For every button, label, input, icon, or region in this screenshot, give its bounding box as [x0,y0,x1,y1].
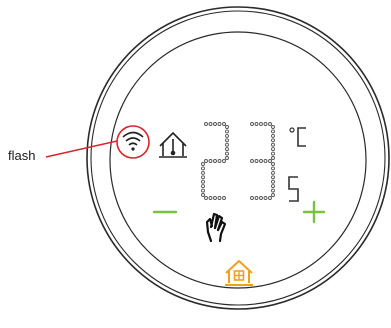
degree-symbol [289,127,295,133]
home-mode-icon [225,260,253,286]
annotation-pointer-line [45,140,118,158]
plus-button[interactable] [302,200,326,224]
annotation-label-flash: flash [8,148,36,163]
dial-outer-ring [86,6,390,310]
temperature-digit [250,122,275,200]
hand-manual-icon [205,212,227,243]
home-thermometer-icon [159,131,187,158]
dial-inner-ring [109,31,367,289]
unit-letter [288,176,299,202]
plus-icon [302,200,326,224]
dial-middle-ring [90,10,386,306]
wifi-icon[interactable] [116,125,150,159]
degree-celsius-symbol [289,127,306,147]
temperature-digit [201,122,229,200]
temperature-digits [201,122,275,200]
celsius-letter [297,127,306,147]
dial-rings [86,6,390,310]
home-mode-button[interactable] [225,260,253,286]
wifi-highlight-circle [116,125,150,159]
